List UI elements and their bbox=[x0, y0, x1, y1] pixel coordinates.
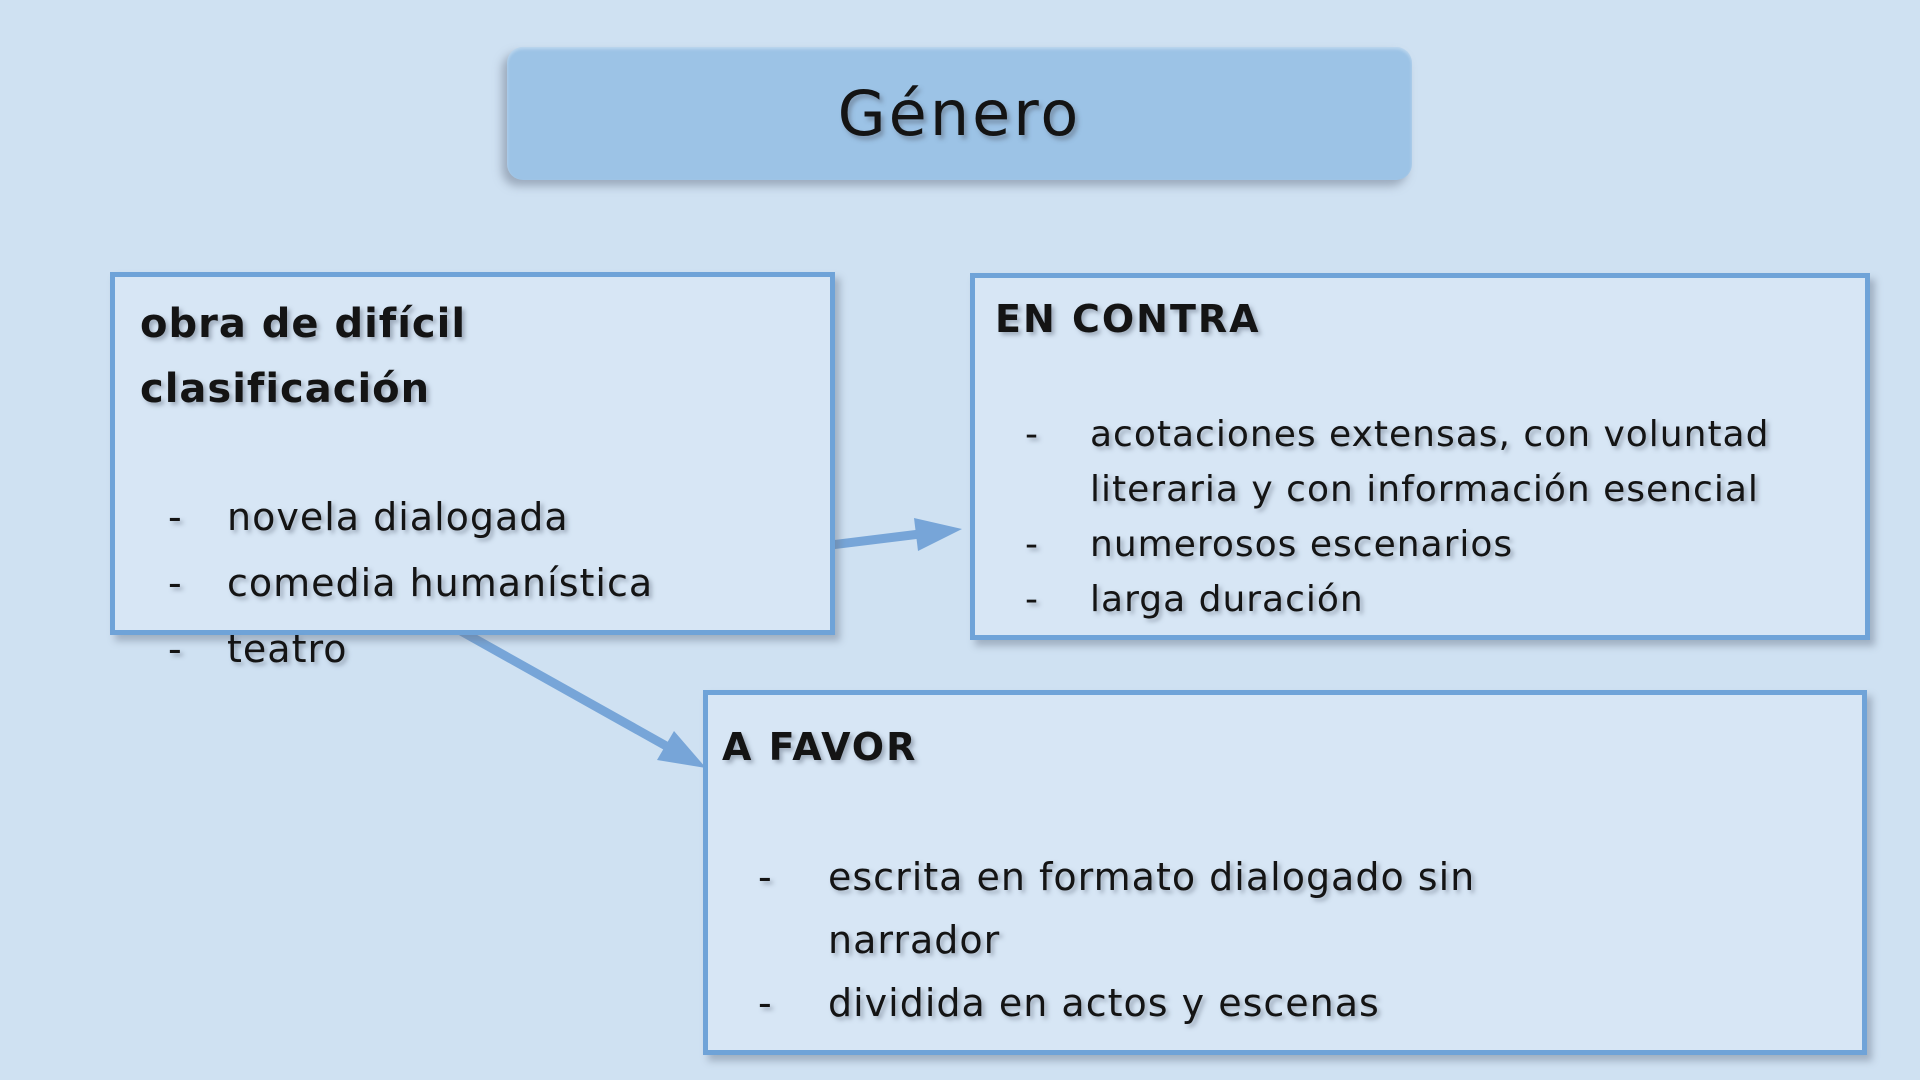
bullet-dash: - bbox=[1025, 524, 1039, 565]
bullet-row: literaria y con información esencial bbox=[995, 462, 1865, 517]
bullet-row: narrador bbox=[722, 909, 1862, 972]
bullet-text: larga duración bbox=[1090, 579, 1364, 620]
arrowhead-down-icon bbox=[657, 731, 706, 768]
bullet-dash: - bbox=[1025, 414, 1039, 455]
bullet-row: - teatro bbox=[140, 616, 830, 682]
bullet-dash: - bbox=[168, 495, 183, 539]
a-favor-heading: A FAVOR bbox=[722, 725, 918, 769]
bullet-text: escrita en formato dialogado sin bbox=[828, 855, 1476, 899]
bullet-text: acotaciones extensas, con voluntad bbox=[1090, 414, 1770, 455]
diagram-title: Género bbox=[837, 77, 1082, 150]
bullet-text: dividida en actos y escenas bbox=[828, 981, 1380, 1025]
bullet-row: - comedia humanística bbox=[140, 550, 830, 616]
bullet-dash: - bbox=[1025, 579, 1039, 620]
bullet-text: comedia humanística bbox=[227, 561, 654, 605]
en-contra-bullet-list: - acotaciones extensas, con voluntad lit… bbox=[995, 407, 1865, 627]
bullet-row: - novela dialogada bbox=[140, 484, 830, 550]
title-box: Género bbox=[507, 47, 1412, 180]
bullet-text: literaria y con información esencial bbox=[1090, 469, 1759, 510]
bullet-row: - dividida en actos y escenas bbox=[722, 972, 1862, 1035]
bullet-row: - numerosos escenarios bbox=[995, 517, 1865, 572]
classification-heading: obra de difícil clasificación bbox=[140, 292, 830, 422]
bullet-row: - larga duración bbox=[995, 572, 1865, 627]
classification-heading-line-2: clasificación bbox=[140, 366, 431, 412]
bullet-dash: - bbox=[168, 561, 183, 605]
bullet-text: novela dialogada bbox=[227, 495, 569, 539]
classification-box: obra de difícil clasificación - novela d… bbox=[110, 272, 835, 671]
bullet-text: numerosos escenarios bbox=[1090, 524, 1514, 565]
bullet-text: narrador bbox=[828, 918, 1001, 962]
a-favor-box: A FAVOR - escrita en formato dialogado s… bbox=[703, 690, 1867, 1055]
en-contra-box: EN CONTRA - acotaciones extensas, con vo… bbox=[970, 273, 1870, 640]
classification-bullet-list: - novela dialogada - comedia humanística… bbox=[140, 484, 830, 682]
bullet-dash: - bbox=[168, 627, 183, 671]
arrowhead-right-icon bbox=[914, 518, 962, 551]
bullet-dash: - bbox=[758, 855, 773, 899]
bullet-dash bbox=[758, 909, 828, 972]
bullet-row: - acotaciones extensas, con voluntad bbox=[995, 407, 1865, 462]
bullet-text: teatro bbox=[227, 627, 348, 671]
bullet-row: - escrita en formato dialogado sin bbox=[722, 846, 1862, 909]
en-contra-heading: EN CONTRA bbox=[995, 297, 1261, 341]
bullet-dash: - bbox=[758, 981, 773, 1025]
a-favor-bullet-list: - escrita en formato dialogado sin narra… bbox=[722, 846, 1862, 1035]
classification-heading-line-1: obra de difícil bbox=[140, 301, 467, 347]
bullet-dash bbox=[1025, 462, 1090, 517]
